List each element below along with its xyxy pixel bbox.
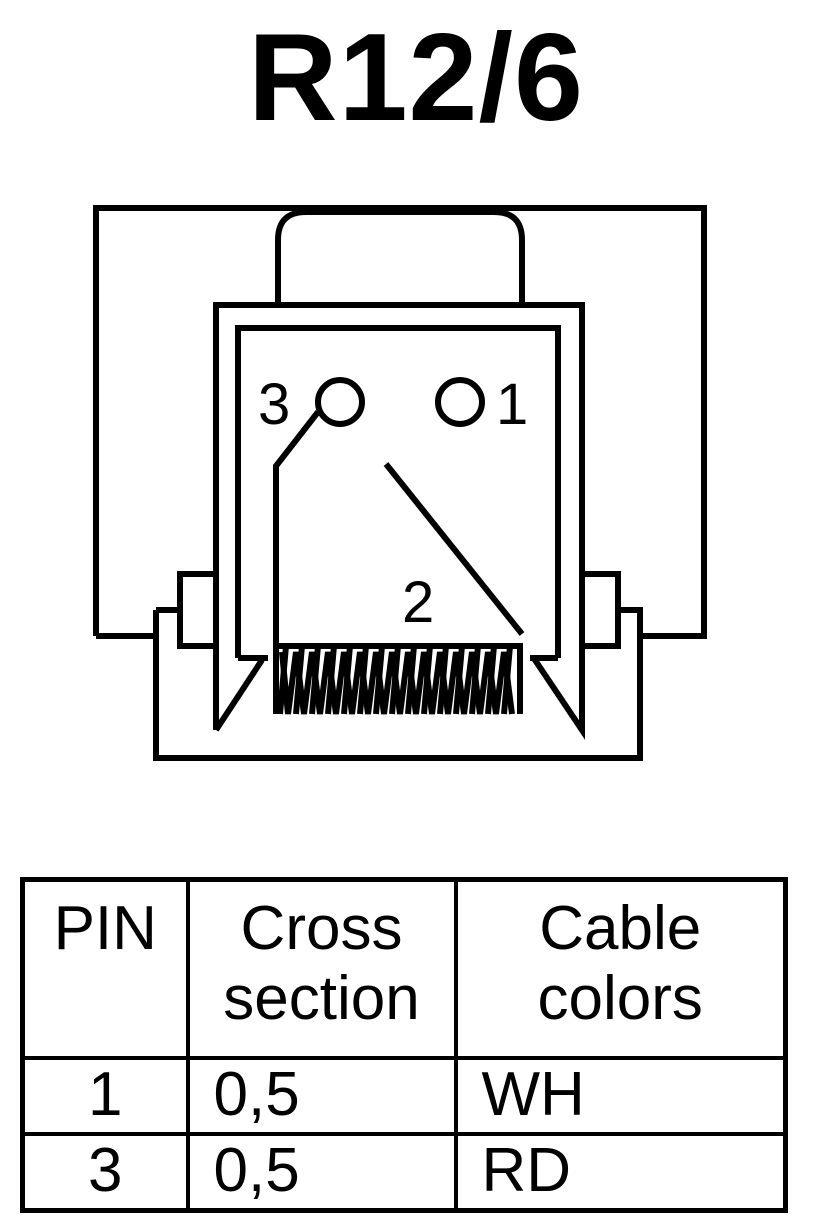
cell-pin: 1 bbox=[20, 1056, 190, 1136]
header-cross-section: Cross section bbox=[185, 877, 458, 1060]
table-row: 3 0,5 RD bbox=[20, 1132, 788, 1213]
pin-3-label: 3 bbox=[258, 372, 290, 437]
header-pin: PIN bbox=[20, 877, 190, 1060]
pin-2-label: 2 bbox=[402, 570, 434, 635]
pin-3-hole bbox=[315, 377, 365, 427]
outer-housing bbox=[93, 205, 707, 639]
cell-cable-color: RD bbox=[453, 1132, 788, 1213]
connector-diagram: 3 1 2 bbox=[93, 205, 707, 761]
top-cap bbox=[275, 209, 525, 303]
spring-block-frame bbox=[276, 643, 523, 714]
bottom-tray bbox=[153, 607, 643, 761]
cell-cable-color: WH bbox=[453, 1056, 788, 1136]
spring-block bbox=[273, 410, 321, 714]
spring-coil-back bbox=[277, 645, 513, 715]
page-title: R12/6 bbox=[248, 9, 584, 147]
right-latch bbox=[579, 571, 621, 649]
left-latch bbox=[177, 571, 219, 649]
cell-pin: 3 bbox=[20, 1132, 190, 1213]
pin-1-hole bbox=[435, 377, 485, 427]
socket-frame-outer-left-tip bbox=[213, 658, 265, 732]
pin-assignment-table: PIN Cross section Cable colors 1 0,5 WH … bbox=[20, 877, 788, 1213]
socket-frame-inner bbox=[235, 325, 561, 658]
cell-cross-section: 0,5 bbox=[185, 1056, 458, 1136]
cell-cross-section: 0,5 bbox=[185, 1132, 458, 1213]
table-row: 1 0,5 WH bbox=[20, 1056, 788, 1136]
header-cable-colors: Cable colors bbox=[453, 877, 788, 1060]
table-header-row: PIN Cross section Cable colors bbox=[20, 877, 788, 1060]
pin-1-label: 1 bbox=[496, 372, 528, 437]
pin-2-lead bbox=[383, 462, 525, 636]
